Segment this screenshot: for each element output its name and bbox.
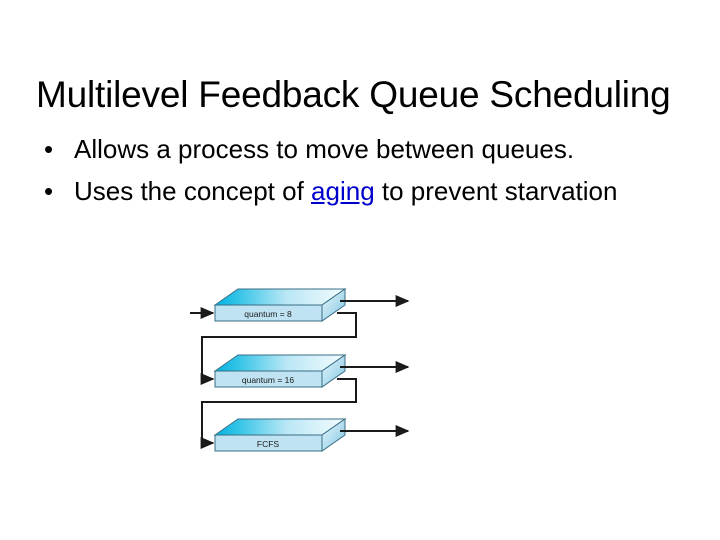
list-item: • Allows a process to move between queue… — [34, 128, 634, 170]
queue-box-2: quantum = 16 — [213, 354, 347, 388]
bullet-text-1: Allows a process to move between queues. — [74, 134, 575, 164]
bullet-text-2-suffix: to prevent starvation — [374, 176, 618, 206]
list-item: • Uses the concept of aging to prevent s… — [34, 170, 634, 212]
page-title: Multilevel Feedback Queue Scheduling — [36, 73, 671, 115]
bullet-marker: • — [44, 134, 54, 164]
aging-hyperlink[interactable]: aging — [311, 176, 375, 206]
queue-box-1: quantum = 8 — [213, 288, 347, 322]
queue-label-1: quantum = 8 — [244, 309, 292, 319]
feedback-arrow-1 — [200, 312, 357, 385]
bullet-text-2-prefix: Uses the concept of — [74, 176, 312, 206]
multilevel-feedback-queue-diagram: quantum = 8 quantum = 16 FCFS — [190, 275, 490, 470]
queue-box-3: FCFS — [213, 418, 347, 452]
bullet-list: • Allows a process to move between queue… — [34, 128, 634, 212]
feedback-arrow-2 — [200, 378, 357, 449]
queue-label-2: quantum = 16 — [242, 375, 294, 385]
bullet-marker: • — [44, 176, 54, 206]
queue-label-3: FCFS — [257, 439, 280, 449]
